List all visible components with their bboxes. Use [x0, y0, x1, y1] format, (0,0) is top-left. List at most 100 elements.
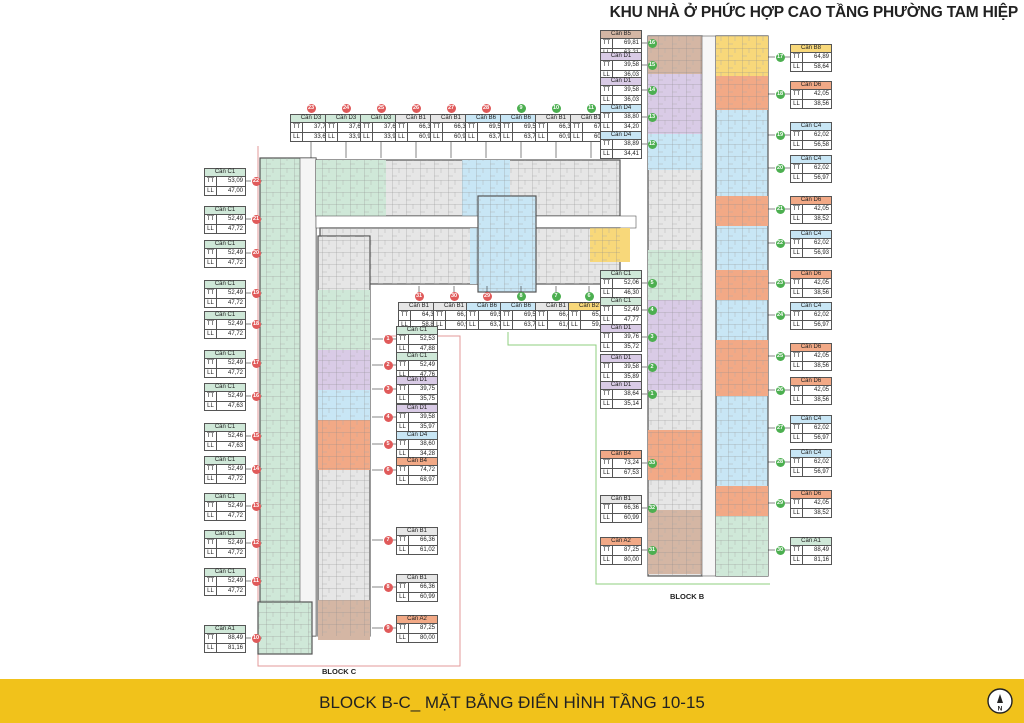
ll-value: 35,14 — [623, 400, 639, 407]
ll-value: 81,16 — [813, 556, 829, 563]
ll-key: LL — [791, 320, 803, 329]
block-c-top-wing — [315, 159, 637, 293]
tt-key: TT — [291, 123, 303, 132]
ll-key: LL — [791, 99, 803, 108]
ll-value: 33,99 — [383, 133, 399, 140]
unit-number-badge: 4 — [383, 412, 393, 422]
ll-key: LL — [791, 433, 803, 442]
unit-type-label: Căn D4 — [396, 431, 438, 440]
ll-value: 47,72 — [227, 549, 243, 556]
ll-key: LL — [601, 149, 613, 158]
unit-type-label: Căn D6 — [790, 343, 832, 352]
ll-value: 60,99 — [623, 514, 639, 521]
tt-value: 52,49 — [227, 216, 243, 222]
unit-type-label: Căn C1 — [204, 493, 246, 502]
ll-key: LL — [601, 122, 613, 131]
tt-key: TT — [601, 140, 613, 149]
ll-value: 33,97 — [348, 133, 364, 140]
ll-value: 47,72 — [227, 369, 243, 376]
ll-key: LL — [601, 70, 613, 79]
tt-key: TT — [205, 392, 217, 401]
unit-type-label: Căn C1 — [396, 326, 438, 335]
unit-type-label: Căn B5 — [600, 30, 642, 39]
ll-key: LL — [397, 633, 409, 642]
tt-key: TT — [536, 123, 548, 132]
ll-value: 38,52 — [813, 509, 829, 516]
ll-value: 58,88 — [421, 321, 437, 328]
unit-type-label: Căn C1 — [204, 206, 246, 215]
unit-type-label: Căn B1 — [396, 527, 438, 536]
unit-number-badge: 30 — [449, 291, 459, 301]
ll-key: LL — [205, 643, 217, 652]
ll-key: LL — [467, 320, 479, 329]
tt-key: TT — [431, 123, 443, 132]
unit-type-label: Căn A2 — [396, 615, 438, 624]
ll-value: 38,56 — [813, 396, 829, 403]
unit-type-label: Căn C1 — [204, 240, 246, 249]
unit-type-label: Căn C1 — [204, 383, 246, 392]
tt-key: TT — [791, 424, 803, 433]
unit-number-badge: 14 — [647, 85, 657, 95]
tt-value: 69,81 — [623, 40, 639, 46]
unit-number-badge: 11 — [586, 103, 596, 113]
unit-type-label: Căn C4 — [790, 230, 832, 239]
ll-value: 67,53 — [623, 469, 639, 476]
ll-key: LL — [569, 320, 581, 329]
tt-key: TT — [397, 361, 409, 370]
ll-key: LL — [397, 449, 409, 458]
ll-key: LL — [791, 361, 803, 370]
unit-type-label: Căn C1 — [204, 168, 246, 177]
unit-number-badge: 18 — [775, 89, 785, 99]
ll-key: LL — [205, 548, 217, 557]
ll-key: LL — [601, 468, 613, 477]
ll-key: LL — [205, 586, 217, 595]
unit-number-badge: 15 — [647, 60, 657, 70]
ll-value: 34,41 — [623, 150, 639, 157]
unit-number-badge: 30 — [775, 545, 785, 555]
unit-number-badge: 12 — [251, 538, 261, 548]
ll-value: 47,88 — [419, 345, 435, 352]
compass-letter: N — [998, 706, 1003, 713]
tt-key: TT — [501, 123, 513, 132]
unit-type-label: Căn A1 — [790, 537, 832, 546]
unit-type-label: Căn D4 — [600, 131, 642, 140]
unit-ll-row: LL 67,53 — [600, 468, 642, 478]
page-title: KHU NHÀ Ở PHỨC HỢP CAO TẦNG PHƯỜNG TAM H… — [609, 4, 1019, 21]
ll-key: LL — [397, 394, 409, 403]
ll-value: 63,74 — [523, 321, 539, 328]
ll-value: 60,99 — [419, 593, 435, 600]
unit-ll-row: LL 47,72 — [204, 548, 246, 558]
unit-type-label: Căn A1 — [204, 625, 246, 634]
ll-value: 63,74 — [523, 133, 539, 140]
ll-value: 80,00 — [419, 634, 435, 641]
tt-key: TT — [601, 113, 613, 122]
